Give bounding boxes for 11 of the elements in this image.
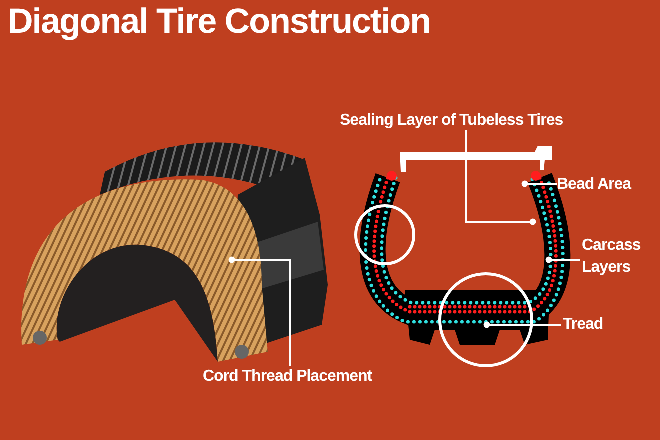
leader-line [228,256,291,366]
part-label: Cord Thread Placement [203,366,403,388]
part-label: Tread [563,314,623,336]
leader-line [484,322,561,328]
leader-line [546,256,580,264]
part-label: Carcass Layers [582,235,652,280]
leader-line [522,180,557,188]
title: Diagonal Tire Construction [8,2,431,42]
part-label: Bead Area [557,174,645,196]
leader-line [465,130,536,226]
part-label: Sealing Layer of Tubeless Tires [340,110,600,132]
